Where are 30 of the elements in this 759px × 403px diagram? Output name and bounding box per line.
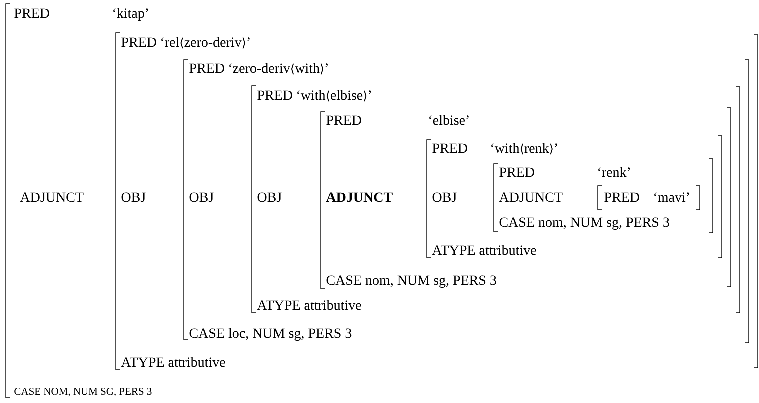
attribute-name: PRED: [432, 144, 468, 154]
attribute-name: OBJ: [122, 192, 146, 202]
attribute-name: OBJ: [432, 192, 457, 202]
attribute-value: ATYPE attributive: [257, 300, 362, 310]
attribute-name: OBJ: [258, 192, 282, 202]
attribute-value: ATYPE attributive: [432, 245, 536, 256]
attribute-value: ‘elbise’: [430, 115, 469, 126]
attribute-value: CASE loc, NUM sg, PERS 3: [190, 328, 352, 342]
attribute-name: PRED: [604, 192, 640, 202]
attribute-value: ‘kitap’: [114, 8, 148, 21]
attribute-value: CASE nom, NUM sg, PERS 3: [500, 218, 670, 230]
attribute-name: ADJUNCT: [326, 192, 393, 202]
attribute-value: ‘with⟨elbise⟩’: [298, 90, 372, 102]
attribute-value: ‘renk’: [598, 167, 630, 178]
attribute-value: CASE nom, NUM sg, PERS 3: [326, 276, 496, 288]
attribute-value: ATYPE attributive: [121, 357, 226, 368]
attribute-name: PRED: [326, 116, 362, 126]
attribute-value: ‘zero-deriv⟨with⟩’: [230, 63, 328, 75]
attribute-name: OBJ: [190, 192, 214, 202]
attribute-name: PRED: [190, 64, 224, 74]
attribute-name: PRED: [258, 90, 292, 100]
attribute-value: ‘mavi’: [654, 192, 690, 202]
attribute-name: ADJUNCT: [499, 192, 563, 202]
attribute-name: PRED: [122, 38, 156, 48]
attribute-value: ‘with⟨renk⟩’: [492, 143, 558, 155]
attribute-name: PRED: [500, 168, 534, 178]
attribute-name: ADJUNCT: [20, 192, 84, 202]
attribute-value: ‘rel⟨zero-deriv⟩’: [162, 37, 250, 49]
attribute-value: CASE NOM, NUM SG, PERS 3: [14, 388, 152, 397]
attribute-name: PRED: [14, 8, 50, 18]
